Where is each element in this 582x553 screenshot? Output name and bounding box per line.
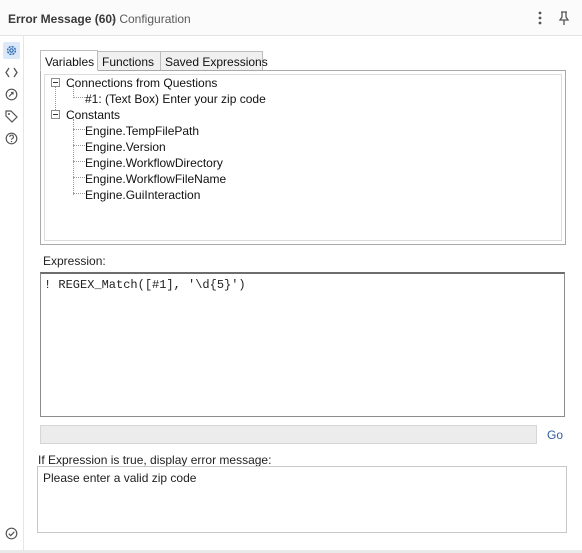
error-message-text: Please enter a valid zip code: [43, 471, 197, 485]
tree-item[interactable]: Engine.WorkflowDirectory: [85, 156, 223, 170]
panel-header: Error Message (60) - Configuration: [0, 0, 582, 36]
variables-tree-panel: Connections from Questions #1: (Text Box…: [40, 70, 566, 245]
expression-editor[interactable]: ! REGEX_Match([#1], '\d{5}'): [40, 272, 565, 417]
tab-label: Variables: [45, 55, 95, 69]
tree-item[interactable]: Engine.GuiInteraction: [85, 188, 201, 202]
tree-item[interactable]: Engine.WorkflowFileName: [85, 172, 227, 186]
tree-group-connections[interactable]: Connections from Questions: [66, 76, 218, 90]
tool-sidebar: [0, 36, 24, 553]
tab-saved-expressions[interactable]: Saved Expressions: [160, 51, 268, 71]
collapse-toggle-icon[interactable]: [51, 78, 60, 87]
tab-functions[interactable]: Functions: [97, 51, 161, 71]
error-message-input[interactable]: Please enter a valid zip code: [37, 466, 567, 533]
rename-icon[interactable]: [3, 86, 20, 103]
panel-subtitle: - Configuration: [112, 12, 191, 26]
go-button[interactable]: Go: [547, 428, 564, 442]
help-icon[interactable]: [3, 130, 20, 147]
check-circle-icon[interactable]: [3, 525, 20, 542]
tree-group-constants[interactable]: Constants: [66, 108, 121, 122]
vertical-ellipsis-icon[interactable]: [531, 9, 549, 27]
expression-text: ! REGEX_Match([#1], '\d{5}'): [44, 278, 246, 292]
tree-item[interactable]: Engine.TempFilePath: [85, 124, 200, 138]
tree-item[interactable]: #1: (Text Box) Enter your zip code: [85, 92, 266, 106]
tab-label: Functions: [102, 55, 155, 69]
variables-tree[interactable]: Connections from Questions #1: (Text Box…: [44, 74, 562, 241]
code-brackets-icon[interactable]: [3, 64, 20, 81]
expression-status-bar: [40, 425, 537, 444]
gear-icon[interactable]: [3, 42, 20, 59]
tree-item[interactable]: Engine.Version: [85, 140, 166, 154]
pin-icon[interactable]: [555, 9, 573, 27]
tag-icon[interactable]: [3, 108, 20, 125]
error-message-label: If Expression is true, display error mes…: [38, 453, 272, 467]
panel-bottom-border: [0, 550, 582, 553]
expression-label: Expression:: [43, 254, 106, 268]
panel-title: Error Message (60): [8, 12, 117, 26]
tab-label: Saved Expressions: [165, 55, 268, 69]
tab-variables[interactable]: Variables: [40, 50, 98, 71]
collapse-toggle-icon[interactable]: [51, 110, 60, 119]
